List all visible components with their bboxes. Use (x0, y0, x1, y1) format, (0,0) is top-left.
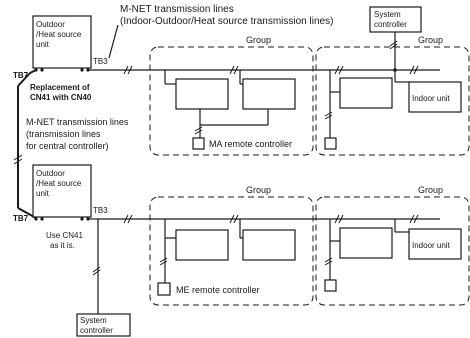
outdoor-unit-bottom-line2: /Heat source (36, 179, 82, 188)
group-top-right (315, 46, 470, 156)
system-controller-top-line1: System (374, 10, 401, 19)
tb3-top-label: TB3 (93, 57, 108, 66)
indoor-unit-top-1 (175, 78, 229, 110)
replacement-note-line1: Replacement of (30, 83, 90, 92)
tb7-bottom-label: TB7 (13, 214, 29, 223)
tb3-bottom-label: TB3 (93, 206, 108, 215)
replacement-note-line2: CN41 with CN40 (30, 93, 92, 102)
me-remote-controller-label: ME remote controller (176, 285, 260, 295)
group-bottom-right-label: Group (418, 185, 443, 195)
outdoor-unit-bottom-line3: unit (36, 189, 50, 198)
group-top-right-label: Group (418, 35, 443, 45)
indoor-unit-bottom-3 (339, 227, 393, 259)
me-remote-controller-box (157, 282, 171, 296)
group-bottom-left (149, 196, 314, 306)
mnet-lines-subtitle: (Indoor-Outdoor/Heat source transmission… (120, 16, 333, 27)
indoor-unit-top-2 (242, 78, 296, 110)
outdoor-unit-top (32, 15, 92, 69)
central-lines-title: M-NET transmission lines (26, 117, 129, 127)
central-lines-line3: for central controller) (26, 141, 109, 151)
ma-remote-controller-box (192, 137, 205, 150)
remote-controller-bottom-right (324, 279, 337, 292)
group-top-left (149, 46, 314, 156)
remote-controller-top-right (324, 137, 337, 150)
group-bottom-left-label: Group (246, 185, 271, 195)
tb7-top-label: TB7 (13, 71, 29, 80)
indoor-unit-bottom-4-label: Indoor unit (412, 241, 451, 250)
outdoor-unit-top-line2: /Heat source (36, 30, 82, 39)
indoor-unit-top-4-label: Indoor unit (412, 94, 451, 103)
mnet-lines-title: M-NET transmission lines (120, 4, 234, 15)
ma-remote-controller-label: MA remote controller (209, 139, 292, 149)
outdoor-unit-bottom-line1: Outdoor (36, 169, 65, 178)
indoor-unit-bottom-4 (408, 228, 462, 260)
system-controller-bottom-box (76, 313, 131, 337)
outdoor-unit-bottom (32, 164, 92, 218)
system-controller-bottom-line1: System (80, 316, 107, 325)
indoor-unit-top-4 (408, 81, 462, 113)
group-top-left-label: Group (246, 35, 271, 45)
mnet-lines-leader (108, 24, 119, 59)
system-controller-top-box (369, 6, 422, 33)
indoor-unit-bottom-1 (175, 229, 229, 261)
group-bottom-right (315, 196, 470, 306)
system-controller-top-line2: controller (374, 20, 407, 29)
use-note-line1: Use CN41 (46, 231, 83, 240)
use-note-line2: as it is. (50, 241, 75, 250)
indoor-unit-bottom-2 (242, 229, 296, 261)
outdoor-unit-top-line1: Outdoor (36, 20, 65, 29)
system-controller-bottom-line2: controller (80, 326, 113, 335)
outdoor-unit-top-line3: unit (36, 40, 50, 49)
indoor-unit-top-3 (339, 77, 393, 109)
central-lines-line2: (transmission lines (26, 129, 101, 139)
